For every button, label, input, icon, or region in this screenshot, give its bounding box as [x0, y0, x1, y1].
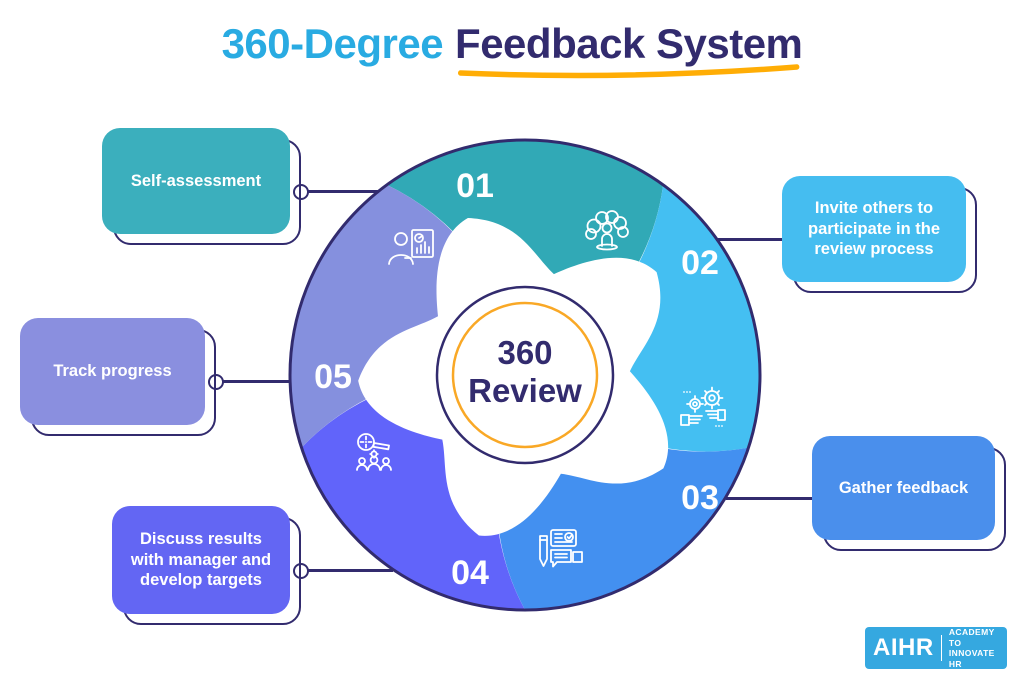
wheel-outer-border	[288, 138, 762, 612]
connector-dot-04	[293, 563, 309, 579]
callout-track-progress: Track progress	[20, 318, 216, 436]
crowd-icon	[585, 210, 629, 251]
cycle-diagram: 360 Review 01 02 03 04 05	[288, 138, 762, 612]
callout-label: Track progress	[53, 362, 172, 381]
logo-tagline-line2: INNOVATE HR	[948, 648, 995, 669]
magnifier-team-icon	[356, 433, 392, 471]
callout-invite-others: Invite others to participate in the revi…	[782, 176, 977, 293]
logo-tagline-line1: ACADEMY TO	[948, 627, 995, 648]
callout-fill: Gather feedback	[812, 436, 995, 540]
callout-discuss-results: Discuss results with manager and develop…	[112, 506, 301, 625]
title-highlight: 360-Degree	[221, 20, 444, 67]
segment-number-05: 05	[314, 358, 352, 396]
presenter-chart-icon	[388, 229, 434, 265]
connector-dot-01	[293, 184, 309, 200]
aihr-logo: AIHR ACADEMY TO INNOVATE HR	[865, 627, 1007, 669]
hub-circle	[435, 285, 615, 465]
segment-number-02: 02	[681, 244, 719, 282]
segment-number-03: 03	[681, 479, 719, 517]
callout-fill: Invite others to participate in the revi…	[782, 176, 966, 282]
hub-text-line1: 360	[497, 334, 552, 371]
callout-label: Gather feedback	[838, 478, 969, 497]
title-main-wrap: Feedback System	[455, 20, 803, 79]
connector-line-02	[716, 238, 788, 241]
title-main: Feedback System	[455, 20, 803, 67]
callout-label: Self-assessment	[130, 171, 262, 190]
connector-line-04	[307, 569, 393, 572]
callout-fill: Discuss results with manager and develop…	[112, 506, 290, 614]
callout-label: Invite others to participate in the revi…	[807, 199, 941, 259]
callout-label: Discuss results with manager and develop…	[130, 530, 272, 590]
callout-fill: Track progress	[20, 318, 205, 425]
connector-line-03	[726, 497, 818, 500]
callout-fill: Self-assessment	[102, 128, 290, 234]
logo-tagline: ACADEMY TO INNOVATE HR	[949, 627, 999, 669]
gears-handshake-icon	[680, 386, 726, 427]
segment-number-04: 04	[451, 554, 489, 592]
callout-gather-feedback: Gather feedback	[812, 436, 1006, 551]
feedback-documents-icon	[539, 529, 583, 568]
hub-ring-orange	[451, 301, 599, 449]
connector-line-01	[307, 190, 379, 193]
segment-number-01: 01	[456, 167, 494, 205]
logo-divider	[940, 635, 942, 661]
logo-brand-text: AIHR	[873, 634, 934, 661]
callout-self-assessment: Self-assessment	[102, 128, 301, 245]
connector-dot-05	[208, 374, 224, 390]
connector-line-05	[222, 380, 290, 383]
hub-text-line2: Review	[468, 372, 582, 409]
title-underline-swoosh	[458, 64, 800, 79]
